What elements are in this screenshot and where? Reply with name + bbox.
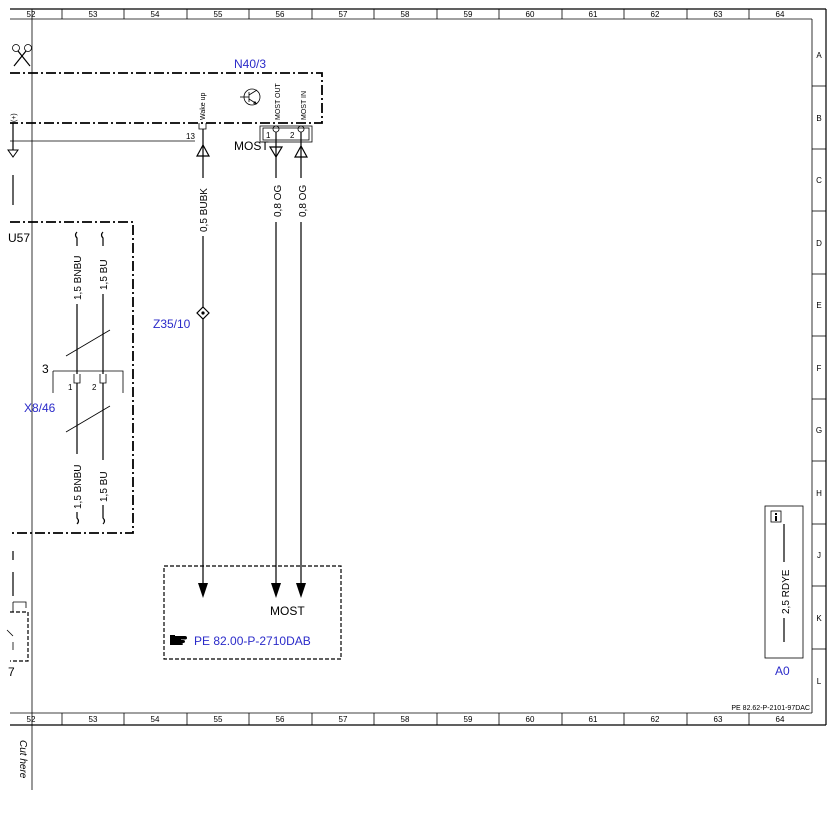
x8-46-pin-1: 1 [68,383,73,392]
wire-og-1-label: 0,8 OG [273,185,284,217]
col-label: 61 [589,715,598,724]
drawing-frame [10,8,827,790]
row-label: B [816,114,821,123]
row-label: A [816,51,822,60]
partial-left-component: 7 [6,551,29,679]
x8-46-pin-count: 3 [42,362,49,376]
pin-1-label: 1 [266,131,271,140]
wires-bottom-pair: 1,5 BNBU 1,5 BU [65,383,111,525]
wires-top-pair: 1,5 BNBU 1,5 BU [65,231,111,374]
a0-wire-label: 2,5 RDYE [781,569,792,614]
info-icon [770,510,782,523]
wire-bubk-label: 0,5 BUBK [199,188,210,232]
col-label: 54 [151,10,160,19]
col-label: 58 [401,10,410,19]
component-a0: 2,5 RDYE A0 [764,505,804,678]
pin-most-in-label: MOST IN [301,91,308,120]
col-label: 55 [214,10,223,19]
pin-most-out-label: MOST OUT [275,82,282,120]
col-label: 57 [339,715,348,724]
most-ref-label: MOST [270,604,305,618]
wire-og-1: 0,8 OG [268,132,284,598]
col-label: 63 [714,715,723,724]
col-label: 64 [776,715,785,724]
row-label: G [816,426,822,435]
col-label: 58 [401,715,410,724]
row-label: D [816,239,822,248]
row-label: F [817,364,822,373]
hand-pointer-icon [170,635,187,645]
wire-bu-bottom-label: 1,5 BU [99,471,110,502]
z35-10-ref: Z35/10 [153,317,191,331]
row-label: L [817,677,822,686]
col-label: 62 [651,715,660,724]
column-numbers-top: 52 53 54 55 56 57 58 59 60 61 62 63 64 [27,10,785,19]
wire-bnbu-bottom-label: 1,5 BNBU [73,465,84,509]
component-u57: U57 [8,221,134,534]
col-label: 54 [151,715,160,724]
splice-z35-10: Z35/10 [153,306,210,331]
col-label: 63 [714,10,723,19]
row-label: K [816,614,822,623]
a0-ref: A0 [775,664,790,678]
most-reference-box: MOST PE 82.00-P-2710DAB [163,565,342,660]
col-label: 52 [27,10,36,19]
wire-og-2-label: 0,8 OG [298,185,309,217]
row-letters: A B C D E F G H J K L [816,51,822,686]
cut-here-label: Cut here [17,740,28,779]
wire-og-2: 0,8 OG [293,132,309,598]
column-ticks-top [61,9,750,19]
pin-wake-up-label: Wake up [200,93,207,120]
row-ticks [812,85,826,650]
u57-ref: U57 [8,231,30,245]
col-label: 57 [339,10,348,19]
col-label: 55 [214,715,223,724]
col-label: 53 [89,715,98,724]
most-ref-link[interactable]: PE 82.00-P-2710DAB [194,634,311,648]
row-label: H [816,489,822,498]
wire-bnbu-top-label: 1,5 BNBU [73,256,84,300]
component-n40-3: N40/3 Wake up MOST OUT MOST IN (+) 13 1 … [10,57,323,153]
wire-bu-top-label: 1,5 BU [99,259,110,290]
col-label: 53 [89,10,98,19]
wire-bubk: 0,5 BUBK [195,129,211,598]
n40-3-ref: N40/3 [234,57,266,71]
most-bus-label: MOST [234,139,269,153]
col-label: 59 [464,715,473,724]
col-label: 62 [651,10,660,19]
pin-2-label: 2 [290,131,295,140]
left-supply-wire [7,123,195,205]
column-ticks-bottom [61,713,750,725]
col-label: 61 [589,10,598,19]
row-label: J [817,551,821,560]
scissors-icon [12,44,32,67]
x8-46-pin-2: 2 [92,383,97,392]
left-partial-label: 7 [8,665,15,679]
col-label: 64 [776,10,785,19]
col-label: 52 [27,715,36,724]
drawing-number: PE 82.62-P-2101-97DAC [731,705,810,712]
column-numbers-bottom: 52 53 54 55 56 57 58 59 60 61 62 63 64 [27,715,785,724]
col-label: 59 [464,10,473,19]
x8-46-ref: X8/46 [24,401,56,415]
col-label: 60 [526,10,535,19]
col-label: 56 [276,10,285,19]
pin-13-label: 13 [186,132,195,141]
col-label: 60 [526,715,535,724]
col-label: 56 [276,715,285,724]
transistor-icon [240,88,261,106]
row-label: C [816,176,822,185]
pin-plus-label: (+) [11,113,18,122]
row-label: E [816,301,821,310]
